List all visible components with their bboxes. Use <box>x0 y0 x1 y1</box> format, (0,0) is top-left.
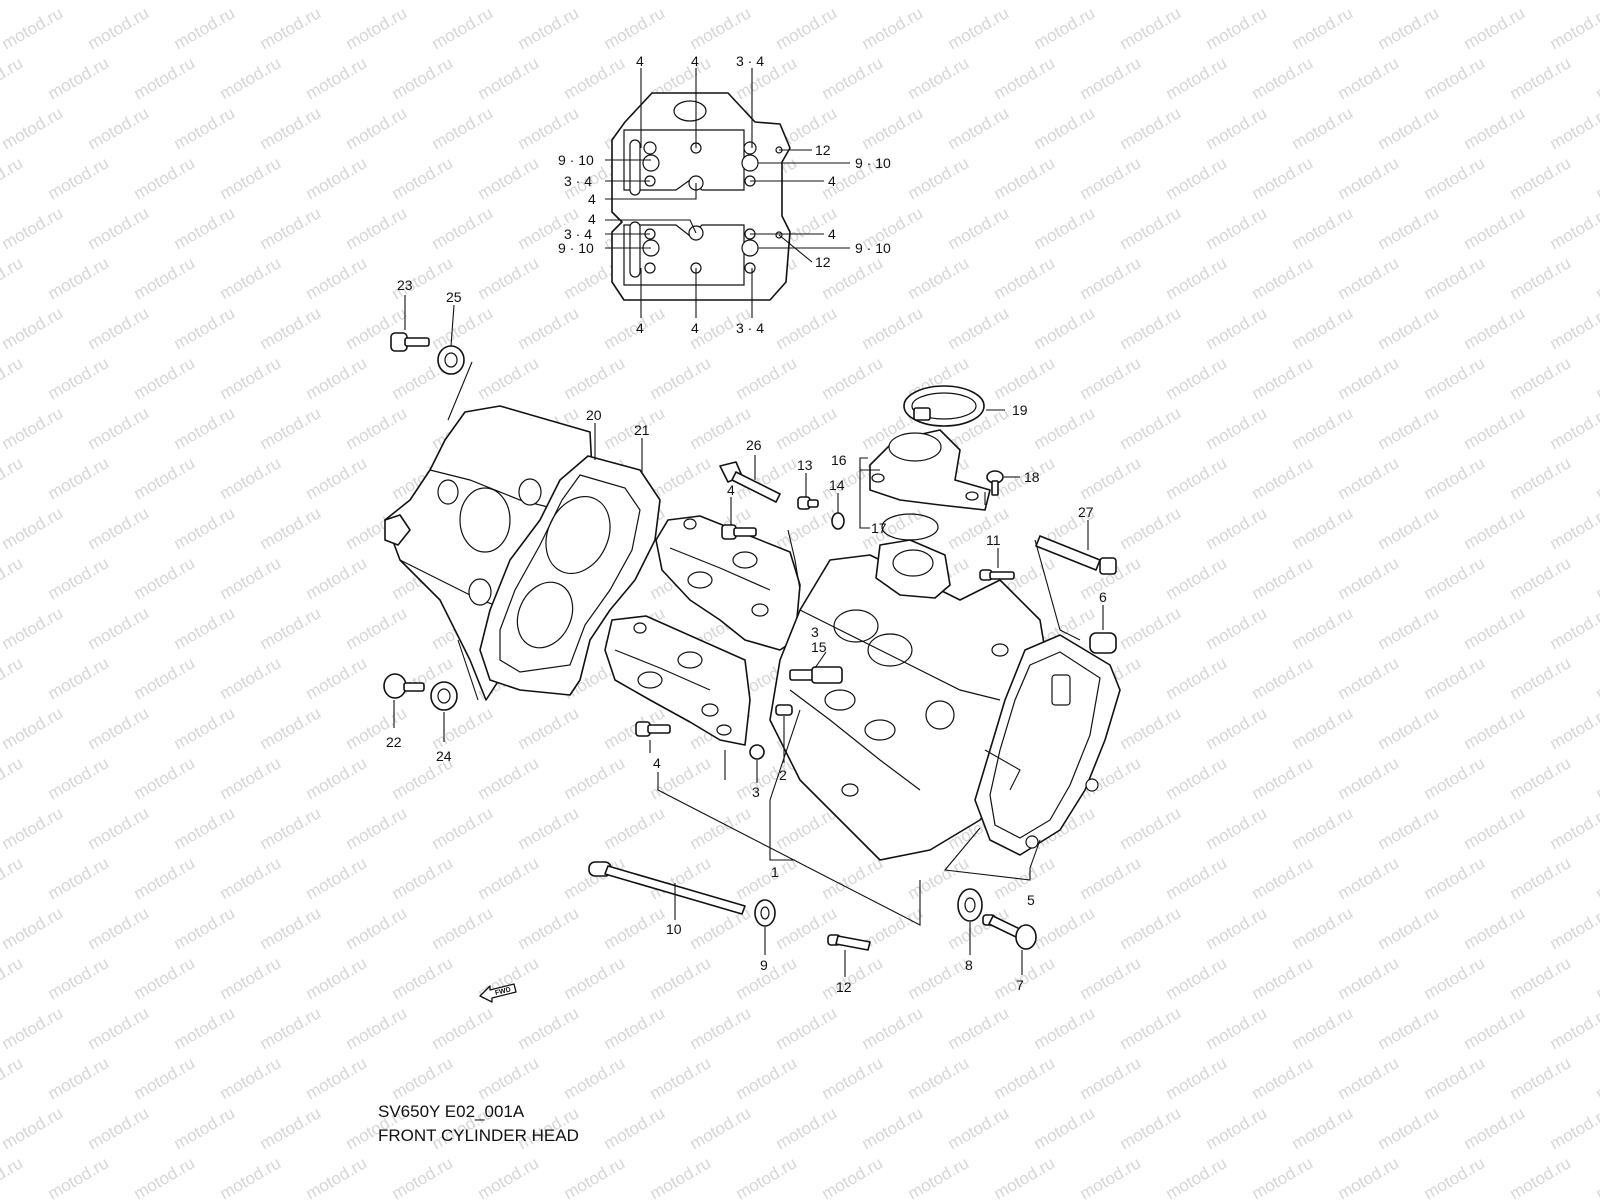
inset-label: 4 <box>636 53 644 69</box>
inset-lower-port <box>623 224 745 286</box>
fwd-arrow-icon: FWD <box>479 983 517 1003</box>
bolt-12 <box>827 934 871 951</box>
inset-label: 4 <box>588 211 596 227</box>
callout-23: 23 <box>397 277 413 293</box>
callout-3-upper: 3 <box>811 624 819 640</box>
callout-18: 18 <box>1024 469 1040 485</box>
bolt-27 <box>1035 535 1117 575</box>
dowel-3 <box>749 744 765 760</box>
inset-label: 9 · 10 <box>855 240 891 256</box>
inset-top-boss <box>673 100 707 122</box>
inset-label: 9 · 10 <box>558 240 594 256</box>
bolt-4-upper <box>721 524 757 540</box>
cylinder-head-cover <box>384 405 593 701</box>
inset-label: 4 <box>636 320 644 336</box>
washer-25 <box>437 345 465 375</box>
callout-4-lower: 4 <box>653 755 661 771</box>
dowel-2 <box>775 704 793 716</box>
intake-clamp <box>903 385 985 427</box>
fwd-label: FWD <box>494 986 511 997</box>
callout-6: 6 <box>1099 589 1107 605</box>
callout-2: 2 <box>779 767 787 783</box>
inset-cam-slot-left <box>629 139 641 196</box>
callout-4-upper: 4 <box>727 482 735 498</box>
inset-label: 4 <box>828 226 836 242</box>
diagram-caption: SV650Y E02_001A FRONT CYLINDER HEAD <box>378 1100 579 1148</box>
washer-9 <box>754 899 776 927</box>
inset-label: 3 · 4 <box>736 53 764 69</box>
inset-label: 4 <box>691 53 699 69</box>
callout-9: 9 <box>760 957 768 973</box>
inset-label: 4 <box>588 191 596 207</box>
callout-14: 14 <box>829 477 845 493</box>
bolt-13 <box>797 496 819 510</box>
callout-15: 15 <box>811 639 827 655</box>
inset-label: 12 <box>815 142 831 158</box>
bolt-pattern-inset: 4 4 3 · 4 9 · 10 3 · 4 4 4 3 · 4 9 · 10 … <box>558 53 891 336</box>
callout-24: 24 <box>436 748 452 764</box>
bolt-4-lower <box>635 721 671 737</box>
inset-cam-slot-left-2 <box>629 221 641 278</box>
intake-o-ring <box>881 513 939 541</box>
callout-1: 1 <box>771 864 779 880</box>
callout-10: 10 <box>666 921 682 937</box>
callout-5: 5 <box>1027 892 1035 908</box>
inset-label: 9 · 10 <box>558 152 594 168</box>
diagram-code: SV650Y E02_001A <box>378 1102 525 1121</box>
washer-8 <box>957 888 983 922</box>
callout-25: 25 <box>446 289 462 305</box>
callout-8: 8 <box>965 957 973 973</box>
inset-label: 9 · 10 <box>855 155 891 171</box>
callout-3-lower: 3 <box>752 784 760 800</box>
bolt-18 <box>986 470 1004 496</box>
washer-14 <box>831 512 845 530</box>
cover-gasket <box>479 455 661 696</box>
inset-label: 12 <box>815 254 831 270</box>
spark-plug-15 <box>789 666 843 684</box>
bolt-7 <box>982 914 1037 950</box>
callout-11: 11 <box>986 532 1001 548</box>
callout-27: 27 <box>1078 504 1094 520</box>
intake-pipe <box>869 429 991 511</box>
callout-26: 26 <box>746 437 762 453</box>
callout-20: 20 <box>586 407 602 423</box>
bolt-22 <box>383 673 425 699</box>
stud-bolt-10 <box>588 861 746 915</box>
camshaft-holder-upper <box>655 515 801 651</box>
callout-13: 13 <box>797 457 813 473</box>
washer-24 <box>430 681 458 711</box>
callout-17: 17 <box>871 520 887 536</box>
callout-12: 12 <box>836 979 852 995</box>
callout-19: 19 <box>1012 402 1028 418</box>
callout-16: 16 <box>831 452 847 468</box>
callout-7: 7 <box>1016 977 1024 993</box>
callout-22: 22 <box>386 734 402 750</box>
inset-label: 3 · 4 <box>736 320 764 336</box>
inset-label: 4 <box>828 173 836 189</box>
inset-label: 3 · 4 <box>564 173 592 189</box>
callout-21: 21 <box>634 422 650 438</box>
inset-label: 4 <box>691 320 699 336</box>
cap-6 <box>1089 632 1117 654</box>
inset-leader-lines <box>605 68 850 318</box>
diagram-title: FRONT CYLINDER HEAD <box>378 1126 579 1145</box>
bolt-26 <box>719 461 781 503</box>
inset-label: 3 · 4 <box>564 226 592 242</box>
side-cover <box>974 634 1121 856</box>
bolt-23 <box>390 332 430 352</box>
camshaft-holder-lower <box>604 615 751 746</box>
part-leader-lines <box>393 295 1104 977</box>
bolt-11 <box>979 569 1015 581</box>
